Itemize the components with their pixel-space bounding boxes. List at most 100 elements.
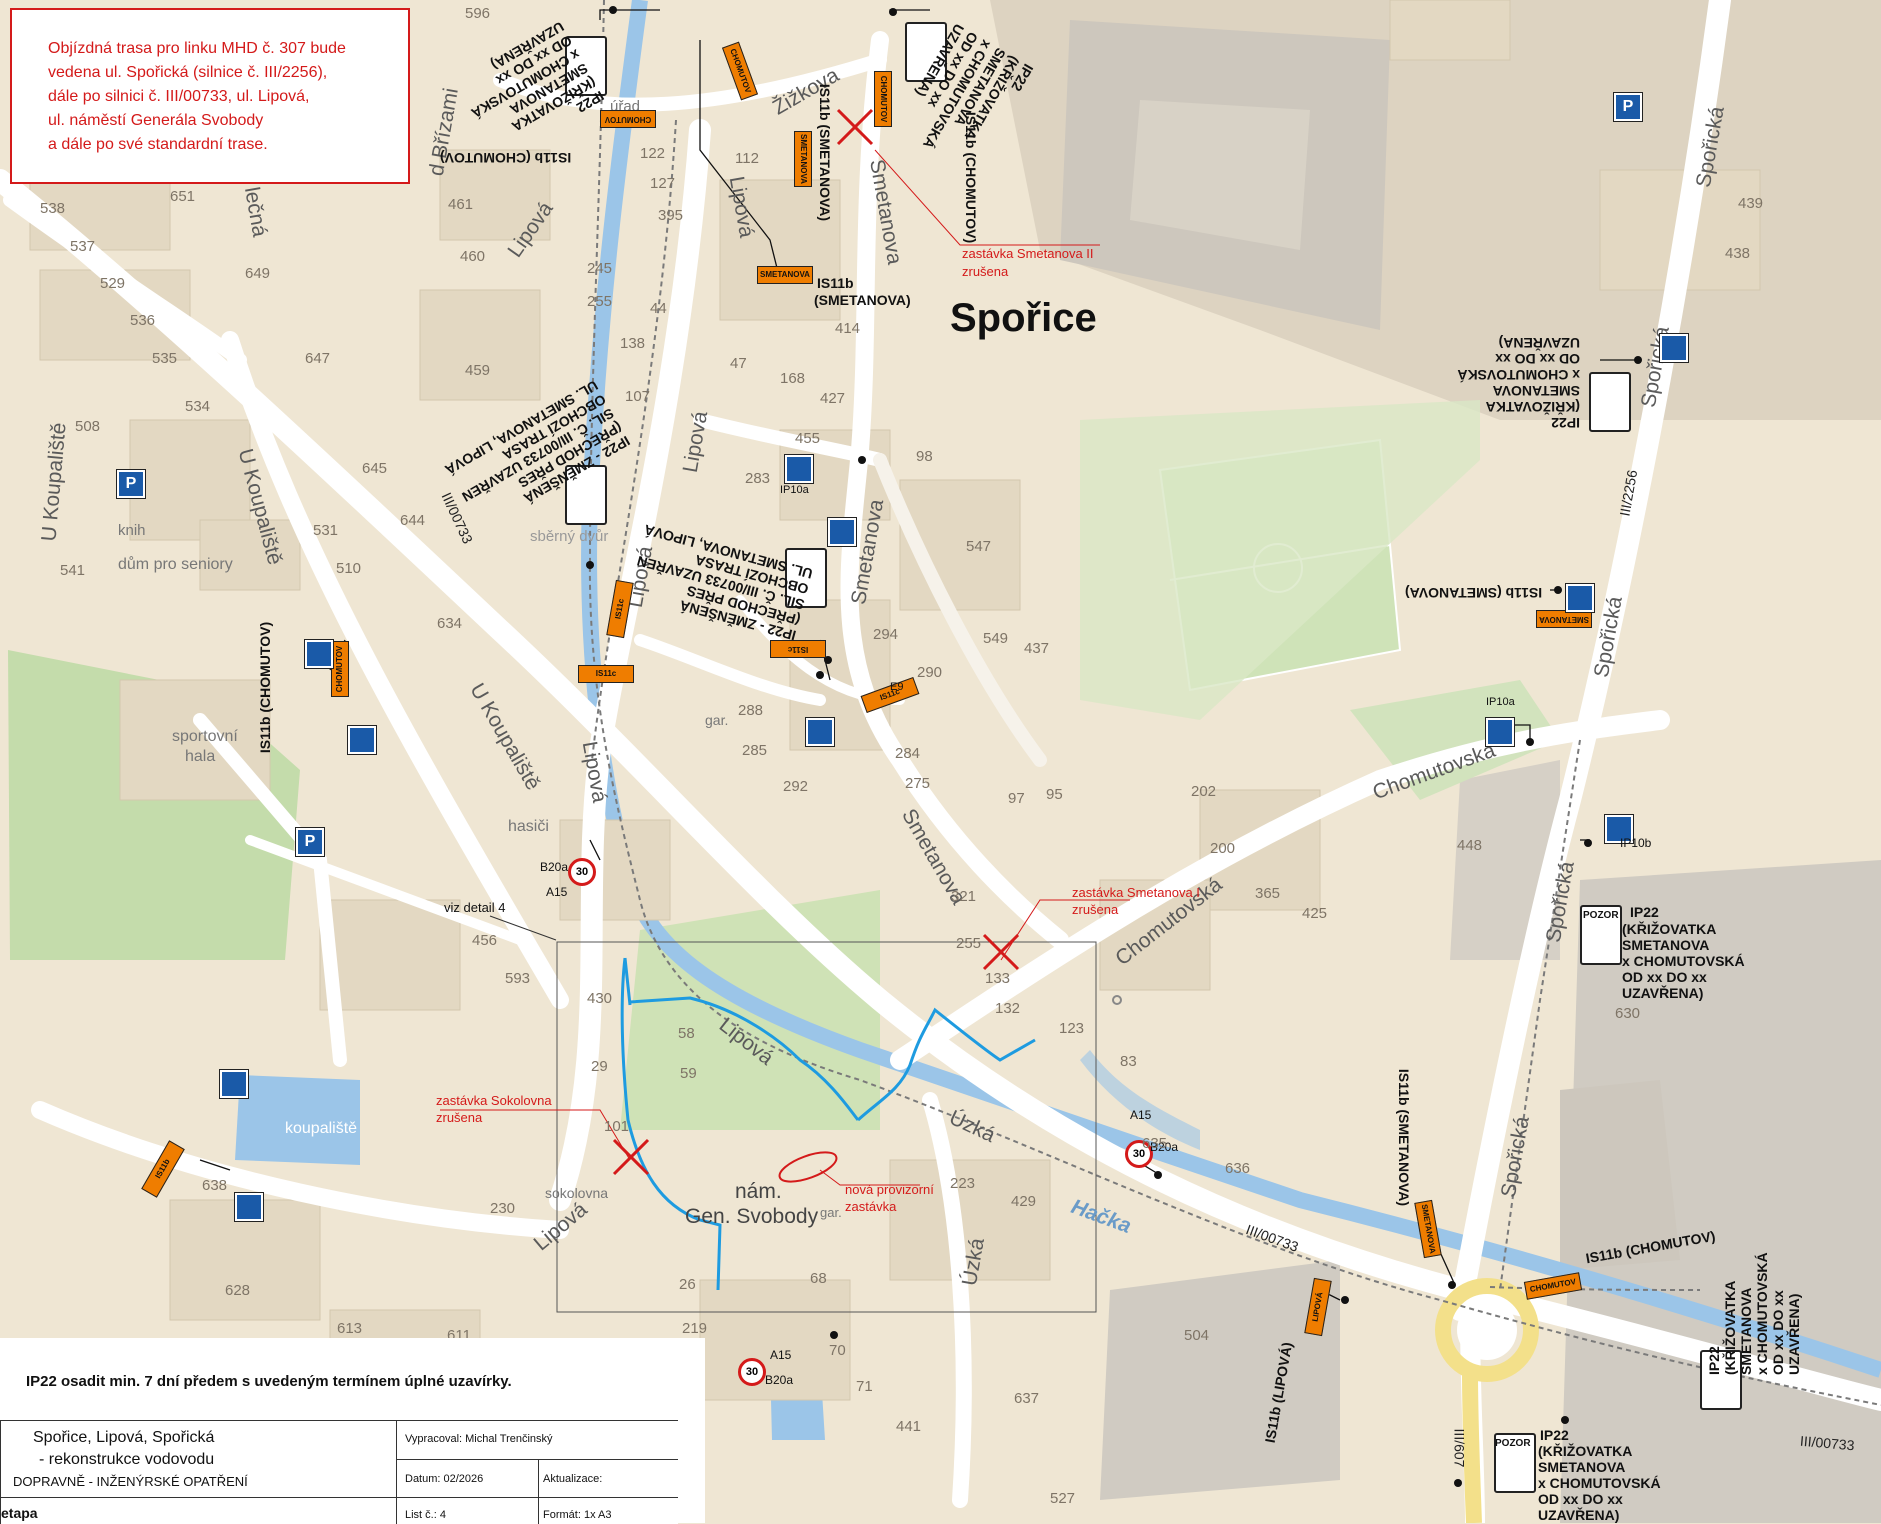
title-block: Spořice, Lipová, Spořická - rekonstrukce… (0, 1420, 678, 1524)
house-number: 637 (1014, 1390, 1040, 1407)
sign-code: IP10a (1486, 696, 1515, 708)
house-number: 255 (587, 293, 613, 310)
house-number: 437 (1024, 640, 1050, 657)
house-number: 255 (956, 935, 982, 952)
sign-label: IS11b (SMETANOVA) (817, 83, 834, 222)
house-number: 504 (1184, 1327, 1210, 1344)
detail-label: viz detail 4 (444, 900, 506, 915)
ip22-warning-sign-icon (565, 465, 607, 525)
ip22-label: OD xx DO xx (1538, 1491, 1623, 1507)
ip22-warning-sign-icon (1589, 372, 1631, 432)
house-number: 634 (437, 615, 463, 632)
ip22-label: OD xx DO xx (1770, 1290, 1786, 1375)
house-number: 97 (1008, 790, 1025, 807)
dead-end-sign-icon (219, 1069, 249, 1099)
road-number-label: III/607 (1451, 1428, 1468, 1468)
parking-icon: P (295, 827, 325, 857)
house-number: 138 (620, 335, 646, 352)
ip22-label: (KŘIŽOVATKA (1538, 1443, 1633, 1459)
ip22-label: IP22 (1540, 1427, 1569, 1443)
house-number: 107 (625, 388, 651, 405)
house-number: 200 (1210, 840, 1236, 857)
sign-code: B20a (765, 1373, 794, 1387)
ip22-label: OD xx DO xx (1495, 351, 1580, 367)
ip22-label: UZAVŘENA) (1786, 1293, 1802, 1375)
sign-label: IS11b (817, 275, 854, 291)
house-number: 395 (658, 207, 684, 224)
notice-line: ul. náměstí Generála Svobody (48, 112, 264, 129)
place-label: sportovní (172, 728, 238, 745)
stage-label: etapa (1, 1505, 38, 1521)
house-number: 549 (983, 630, 1009, 647)
notice-line: vedena ul. Spořická (silnice č. III/2256… (48, 64, 328, 81)
house-number: 459 (465, 362, 491, 379)
house-number: 430 (587, 990, 613, 1007)
direction-sign: CHOMUTOV (331, 641, 349, 697)
ip22-label: (KŘIŽOVATKA (1485, 399, 1580, 415)
house-number: 112 (735, 150, 759, 167)
house-number: 168 (780, 370, 806, 387)
ip22-label: IP22 (1706, 1346, 1722, 1375)
dead-end-sign-icon (234, 1192, 264, 1222)
square-label: nám. (735, 1180, 782, 1203)
sign-code: IP10a (780, 484, 809, 496)
stop-label: zastávka Smetanova I (1072, 885, 1200, 900)
sign-code: A15 (1130, 1108, 1152, 1122)
sign-code: B20a (1150, 1140, 1179, 1154)
house-number: 638 (202, 1177, 228, 1194)
house-number: 132 (995, 1000, 1021, 1017)
pozor-label: POZOR (1495, 1438, 1531, 1449)
house-number: 441 (896, 1418, 922, 1435)
house-number: 644 (400, 512, 426, 529)
title-divider (538, 1459, 539, 1524)
place-label: koupaliště (285, 1120, 358, 1137)
town-label: Spořice (950, 296, 1097, 340)
house-number: 427 (820, 390, 846, 407)
notice-line: a dále po své standardní trase. (48, 136, 268, 153)
house-number: 47 (730, 355, 747, 372)
ip22-label: (KŘIŽOVATKA (1622, 921, 1717, 937)
ip22-warning-sign-icon (565, 36, 607, 96)
house-number: 101 (604, 1118, 630, 1135)
house-number: 613 (337, 1320, 363, 1337)
update-cell: Aktualizace: (543, 1473, 603, 1485)
direction-sign: IS11c (578, 665, 634, 683)
ip22-text-block: IP22 (KŘIŽOVATKA SMETANOVA x CHOMUTOVSKÁ… (1450, 330, 1580, 431)
date-cell: Datum: 02/2026 (405, 1473, 484, 1485)
house-number: 365 (1255, 885, 1281, 902)
house-number: 425 (1302, 905, 1328, 922)
house-number: 123 (1059, 1020, 1085, 1037)
dead-end-sign-icon (1565, 583, 1595, 613)
sign-label: IS11b (SMETANOVA) (1396, 1068, 1413, 1207)
ip22-label: UZAVŘENA) (1538, 1507, 1620, 1523)
place-label: gar. (705, 712, 729, 728)
ip22-text-block: IP22 (KŘIŽOVATKA SMETANOVA x CHOMUTOVSKÁ… (1706, 1245, 1807, 1375)
parking-icon: P (116, 469, 146, 499)
house-number: 429 (1011, 1193, 1037, 1210)
house-number: 651 (170, 188, 196, 205)
house-number: 59 (680, 1065, 697, 1082)
place-label: hala (185, 748, 216, 765)
dead-end-sign-icon (347, 725, 377, 755)
house-number: 83 (1120, 1053, 1137, 1070)
stop-label: zrušena (962, 264, 1009, 279)
house-number: 537 (70, 238, 96, 255)
stop-label: zastávka Sokolovna (436, 1093, 552, 1108)
author-cell: Vypracoval: Michal Trenčinský (405, 1433, 553, 1445)
dead-end-sign-icon (304, 639, 334, 669)
house-number: 535 (152, 350, 178, 367)
stop-label: zrušena (1072, 902, 1119, 917)
ip22-label: UZAVŘENA) (1498, 335, 1580, 351)
direction-sign: CHOMUTOV (600, 110, 656, 128)
house-number: 596 (465, 5, 491, 22)
house-number: 630 (1615, 1005, 1641, 1022)
house-number: 536 (130, 312, 156, 329)
ip22-warning-sign-icon (785, 548, 827, 608)
notice-line: dále po silnici č. III/00733, ul. Lipová… (48, 88, 310, 105)
house-number: 508 (75, 418, 101, 435)
pozor-label: POZOR (1583, 910, 1619, 921)
house-number: 461 (448, 196, 474, 213)
ip22-label: OD xx DO xx (1622, 969, 1707, 985)
direction-sign: CHOMUTOV (874, 71, 892, 127)
